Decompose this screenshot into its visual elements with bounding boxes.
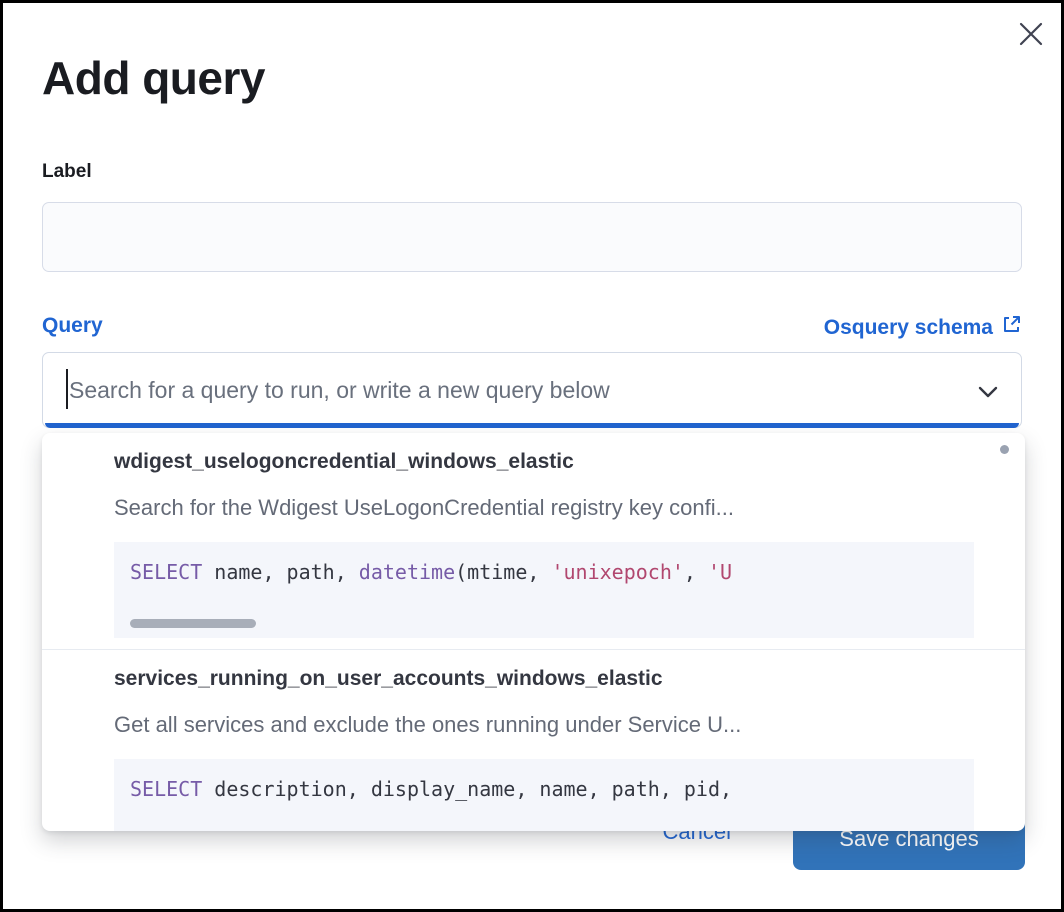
osquery-schema-link-label: Osquery schema — [823, 315, 993, 339]
query-option-description: Get all services and exclude the ones ru… — [114, 712, 742, 737]
chevron-down-icon[interactable] — [973, 377, 1003, 407]
query-option-code-block: SELECT description, display_name, name, … — [114, 759, 974, 831]
query-search-input[interactable] — [43, 353, 1021, 427]
combobox-focus-bar — [45, 423, 1019, 428]
label-input[interactable] — [42, 202, 1022, 272]
query-option-title: services_running_on_user_accounts_window… — [114, 667, 663, 690]
query-options-dropdown: wdigest_uselogoncredential_windows_elast… — [42, 433, 1025, 831]
query-option-code-block: SELECT name, path, datetime(mtime, 'unix… — [114, 542, 974, 638]
horizontal-scrollbar-thumb[interactable] — [130, 619, 256, 628]
osquery-schema-link[interactable]: Osquery schema — [824, 314, 1022, 341]
query-option[interactable]: services_running_on_user_accounts_window… — [42, 649, 1025, 831]
close-icon — [1018, 21, 1044, 50]
close-button[interactable] — [1011, 15, 1051, 55]
text-caret — [66, 369, 68, 409]
query-field-label: Query — [42, 314, 103, 337]
query-option[interactable]: wdigest_uselogoncredential_windows_elast… — [42, 433, 1025, 649]
external-link-icon — [1001, 314, 1022, 341]
page-title: Add query — [42, 52, 265, 104]
label-field-label: Label — [42, 161, 92, 182]
query-option-title: wdigest_uselogoncredential_windows_elast… — [114, 450, 574, 473]
query-option-description: Search for the Wdigest UseLogonCredentia… — [114, 495, 734, 520]
query-options-list: wdigest_uselogoncredential_windows_elast… — [42, 433, 1025, 831]
vertical-scrollbar-thumb[interactable] — [1000, 445, 1009, 454]
query-combobox — [42, 352, 1022, 428]
sql-code: SELECT name, path, datetime(mtime, 'unix… — [130, 560, 733, 584]
sql-code: SELECT description, display_name, name, … — [130, 777, 733, 801]
